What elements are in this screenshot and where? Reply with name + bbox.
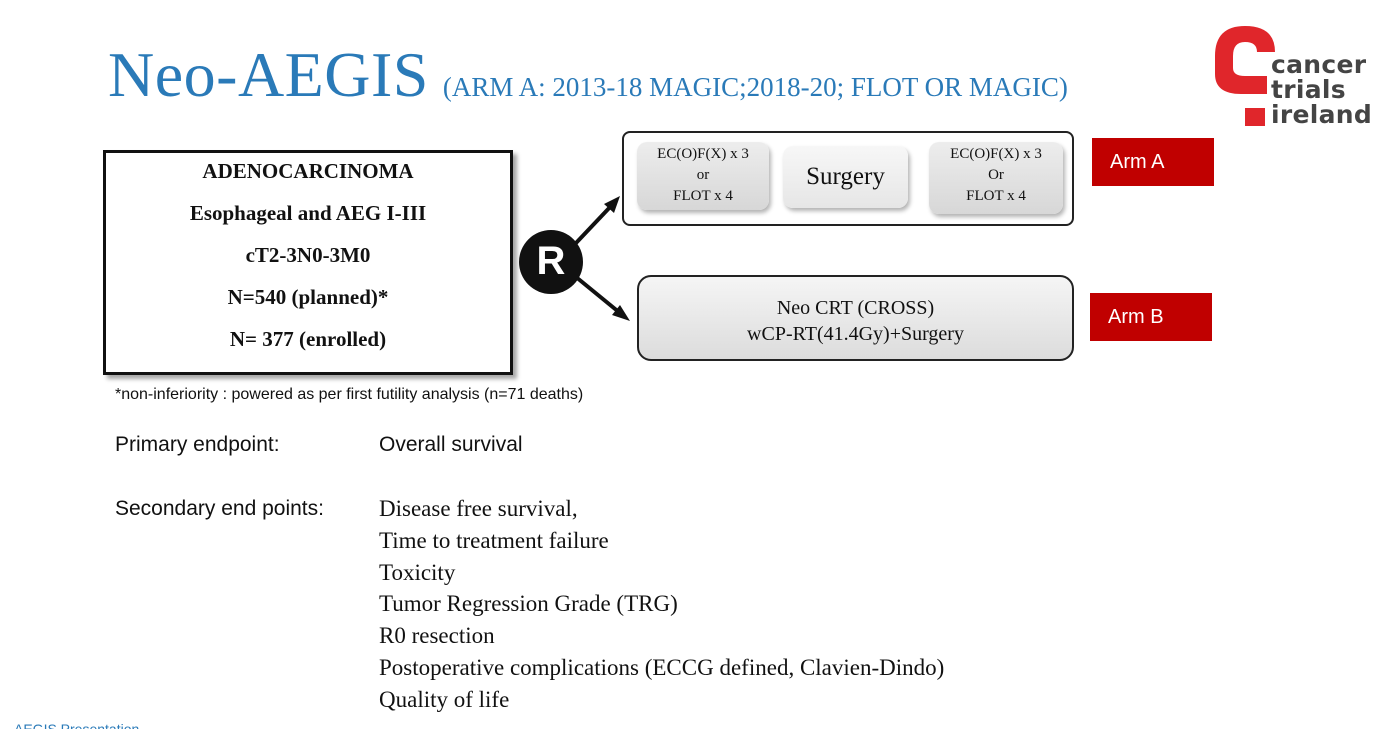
list-item: Quality of life	[379, 686, 510, 712]
arm-b-line-1: Neo CRT (CROSS)	[776, 297, 935, 319]
logo-line-3: ireland	[1271, 100, 1373, 129]
randomization-node: R	[519, 230, 583, 294]
footnote: *non-inferiority : powered as per first …	[115, 386, 584, 403]
primary-endpoint-label: Primary endpoint:	[115, 433, 280, 456]
bottom-cut-text: AEGIS Presentation	[14, 721, 140, 729]
arm-a-postop-regimen: EC(O)F(X) x 3 Or FLOT x 4	[929, 142, 1063, 214]
slide-title: Neo-AEGIS (ARM A: 2013-18 MAGIC;2018-20; …	[108, 38, 1068, 110]
trial-subtitle: (ARM A: 2013-18 MAGIC;2018-20; FLOT OR M…	[442, 72, 1068, 102]
list-item: Tumor Regression Grade (TRG)	[379, 591, 678, 617]
arm-a-preop-regimen: EC(O)F(X) x 3 or FLOT x 4	[637, 142, 769, 210]
population-box: ADENOCARCINOMA Esophageal and AEG I-III …	[103, 150, 513, 375]
arm-a-postop-line-2: Or	[988, 167, 1004, 183]
population-site: Esophageal and AEG I-III	[189, 201, 427, 225]
arm-a-postop-line-3: FLOT x 4	[966, 188, 1026, 204]
arm-b-label: Arm B	[1090, 293, 1212, 341]
list-item: Postoperative complications (ECCG define…	[379, 654, 945, 680]
arm-b-line-2: wCP-RT(41.4Gy)+Surgery	[747, 323, 964, 345]
primary-endpoint-value: Overall survival	[379, 433, 523, 456]
logo-mark-icon	[1215, 26, 1275, 126]
list-item: Disease free survival,	[379, 496, 578, 521]
list-item: Toxicity	[379, 559, 456, 585]
arm-a-preop-line-3: FLOT x 4	[673, 188, 733, 204]
logo-line-2: trials	[1271, 75, 1346, 104]
cancer-trials-ireland-logo: cancer trials ireland	[1207, 22, 1397, 132]
list-item: Time to treatment failure	[379, 527, 609, 553]
randomization-label: R	[536, 239, 566, 283]
randomization-arrows	[574, 196, 630, 321]
list-item: R0 resection	[379, 623, 495, 649]
arm-a-postop-line-1: EC(O)F(X) x 3	[950, 146, 1042, 162]
population-stage: cT2-3N0-3M0	[245, 243, 371, 267]
arm-a-label: Arm A	[1092, 138, 1214, 186]
logo-line-1: cancer	[1271, 50, 1367, 79]
arm-a-box: EC(O)F(X) x 3 or FLOT x 4 Surgery EC(O)F…	[622, 131, 1074, 226]
population-planned: N=540 (planned)*	[227, 285, 389, 309]
logo-wordmark: cancer trials ireland	[1271, 52, 1372, 127]
arm-b-box: Neo CRT (CROSS) wCP-RT(41.4Gy)+Surgery	[637, 275, 1074, 361]
trial-name: Neo-AEGIS	[108, 39, 429, 110]
secondary-endpoints-label: Secondary end points:	[115, 497, 324, 520]
arm-a-preop-line-1: EC(O)F(X) x 3	[657, 146, 749, 162]
population-enrolled: N= 377 (enrolled)	[229, 327, 387, 351]
arm-a-surgery: Surgery	[783, 146, 908, 208]
secondary-endpoints-list: Disease free survival, Time to treatment…	[379, 493, 944, 716]
population-histology: ADENOCARCINOMA	[202, 159, 414, 183]
arm-a-preop-line-2: or	[696, 167, 710, 183]
